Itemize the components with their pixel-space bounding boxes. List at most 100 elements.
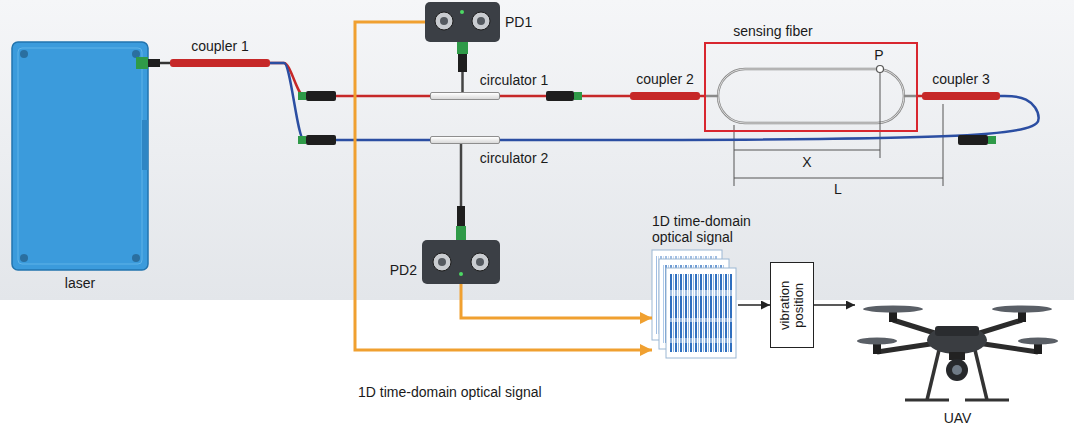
uav-drawing [857, 306, 1058, 401]
laser-body [12, 42, 148, 270]
fiber-link [270, 63, 430, 140]
fiber-coupler: coupler 1 [170, 59, 270, 67]
extension-line [734, 125, 735, 186]
uav-propeller [1018, 338, 1058, 345]
uav-skid [905, 399, 949, 402]
node-label: PD1 [505, 14, 532, 30]
fiber-plug [546, 91, 574, 101]
process-box: vibration position [770, 262, 814, 348]
photodetector-body [425, 2, 500, 42]
fiber-plug [306, 91, 336, 101]
plug-collar [457, 42, 468, 54]
pd-led [460, 10, 464, 14]
plot-panel [666, 268, 736, 358]
uav-camera [946, 359, 968, 381]
screw [132, 254, 140, 262]
dimension-line [734, 178, 943, 179]
photodetector: PD2 [422, 240, 500, 284]
node-label: UAV [944, 410, 972, 426]
plug-collar [456, 226, 466, 240]
laser-panel [18, 48, 142, 264]
plug-collar [574, 92, 582, 100]
signal-arrow [461, 284, 652, 318]
plug-collar [988, 136, 996, 144]
uav-propeller [857, 338, 897, 345]
node-label: circulator 2 [480, 150, 548, 166]
plot-row [670, 290, 732, 296]
node-label: laser [65, 275, 95, 291]
vibration-point [877, 66, 884, 73]
fiber-coupler: coupler 3 [922, 92, 1000, 100]
uav-gimbal [949, 352, 965, 360]
fiber-coupler: coupler 2 [630, 92, 700, 100]
laser-source: laser [12, 42, 148, 270]
screw [20, 50, 28, 58]
dimension-label: L [834, 181, 842, 197]
photodetector: PD1 [425, 2, 500, 42]
pd-port [472, 12, 490, 30]
fiber-plug [958, 135, 988, 145]
pd-port [477, 17, 485, 25]
uav-image: UAV [855, 292, 1060, 408]
extension-line [880, 69, 881, 158]
fiber-loop [718, 69, 904, 123]
background-panel [0, 0, 1074, 300]
laser-housing [12, 42, 148, 270]
node-label: sensing fiber [733, 23, 812, 39]
pd-led [459, 272, 463, 276]
pd-port [433, 253, 451, 271]
pd-port [440, 17, 448, 25]
node-label: PD2 [390, 262, 417, 278]
signal-plot [652, 250, 736, 358]
fiber-plug [306, 135, 336, 145]
pd-port [438, 258, 446, 266]
plug-collar [298, 92, 306, 100]
fiber-plug [148, 59, 160, 67]
signal-arrow [355, 22, 652, 350]
circulator: circulator 2 [430, 136, 500, 144]
uav-leg [975, 350, 987, 400]
screw [20, 254, 28, 262]
node-label: coupler 3 [932, 71, 990, 87]
sensing-region: sensing fiber [704, 42, 918, 132]
dimension-line [734, 150, 880, 151]
fiber-plug [457, 206, 465, 226]
pd-housing [425, 2, 500, 42]
node-label: circulator 1 [480, 72, 548, 88]
uav-propeller [992, 306, 1052, 313]
flow-arrow [738, 304, 770, 306]
uav-body [927, 326, 987, 354]
flow-arrow [814, 304, 855, 306]
uav-top-plate [935, 326, 979, 336]
fiber-lead [904, 95, 916, 98]
fiber-plug [458, 54, 467, 72]
signal-plot: 1D time-domain optical signal [652, 250, 738, 360]
node-label: vibration position [778, 267, 807, 343]
plot-row [670, 338, 732, 343]
fiber-link [500, 96, 1039, 140]
uav-leg [927, 350, 939, 400]
pd-port [471, 253, 489, 271]
screw [132, 50, 140, 58]
pd-port [435, 12, 453, 30]
pd-housing [422, 240, 500, 284]
plug-collar [298, 136, 306, 144]
fiber-loop [718, 69, 904, 123]
plot-row [670, 318, 732, 322]
laser-side-panel [142, 120, 148, 170]
node-label: coupler 1 [191, 38, 249, 54]
extension-line [943, 104, 944, 186]
photodetector-body [422, 240, 500, 284]
uav-lens [952, 365, 962, 375]
fiber-port [136, 57, 148, 69]
connectors [148, 22, 1039, 350]
node-label: coupler 2 [636, 71, 694, 87]
plot-stripes [670, 274, 732, 352]
dimension-label: P [874, 47, 883, 63]
sensing-loop [706, 66, 943, 187]
edge-label: 1D time-domain optical signal [358, 384, 542, 400]
